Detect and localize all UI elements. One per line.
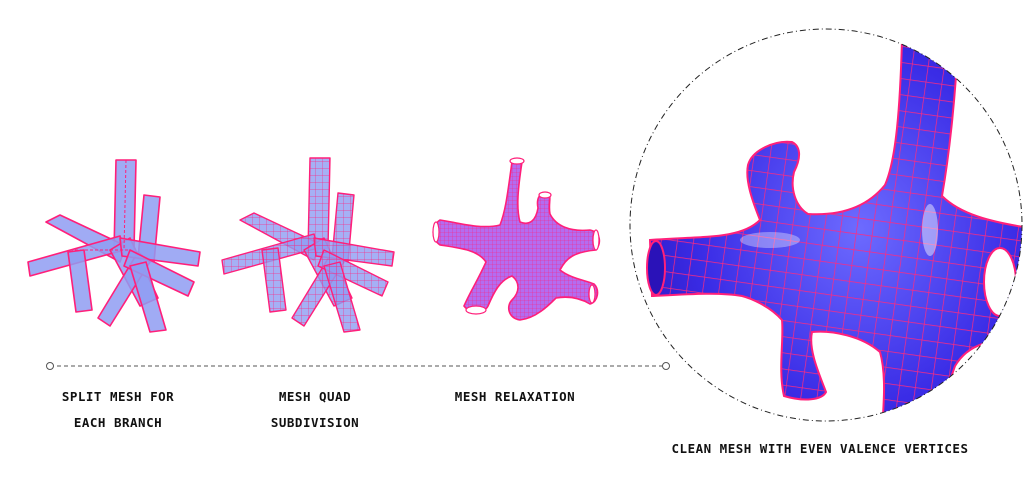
- label-line: CLEAN MESH WITH EVEN VALENCE VERTICES: [671, 441, 969, 456]
- label-line: SPLIT MESH FOR: [61, 389, 175, 404]
- mesh-relaxation-illustration: [432, 157, 601, 321]
- label-line: MESH RELAXATION: [454, 389, 576, 404]
- quad-subdivision-illustration: [221, 157, 395, 333]
- label-line: MESH QUAD: [278, 389, 352, 404]
- process-timeline: [46, 362, 670, 370]
- label-line: EACH BRANCH: [73, 415, 163, 430]
- step-label-mesh-relaxation: MESH RELAXATION: [430, 384, 600, 410]
- split-mesh-illustration: [27, 159, 201, 333]
- step-label-quad-subdivision: MESH QUAD SUBDIVISION: [235, 384, 395, 436]
- clean-mesh-zoom-illustration: [629, 28, 1023, 422]
- label-line: SUBDIVISION: [270, 415, 360, 430]
- step-label-split-mesh: SPLIT MESH FOR EACH BRANCH: [38, 384, 198, 436]
- step-label-clean-mesh: CLEAN MESH WITH EVEN VALENCE VERTICES: [640, 436, 1000, 462]
